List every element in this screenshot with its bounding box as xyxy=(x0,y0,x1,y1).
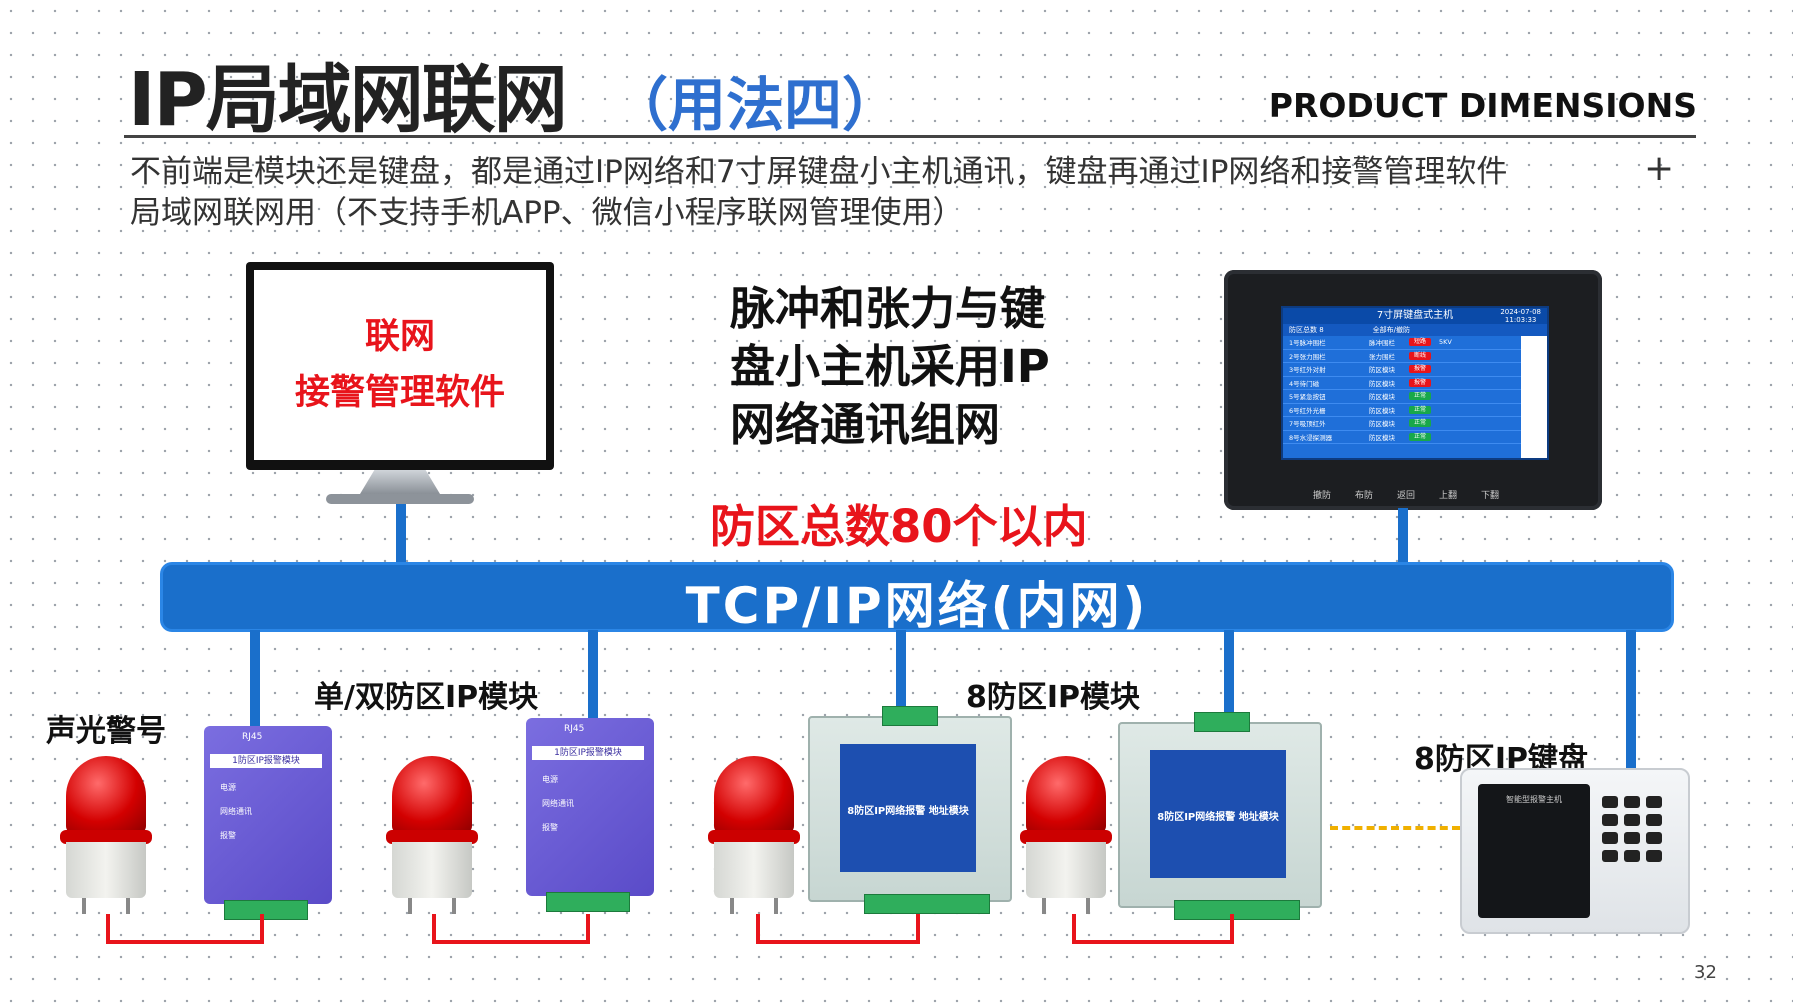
panel-zone-row: 8号水浸探测器防区模块正常 xyxy=(1283,431,1547,444)
page-subtitle: （用法四） xyxy=(610,71,901,139)
network-label: TCP/IP网络(内网) xyxy=(685,577,1149,635)
panel-title: 7寸屏键盘式主机 xyxy=(1376,310,1454,321)
monitor-stand xyxy=(360,470,440,494)
ip-keyboard: 智能型报警主机 xyxy=(1460,768,1690,934)
zone-count-note: 防区总数80个以内 xyxy=(710,500,1088,553)
siren-icon xyxy=(386,756,478,916)
monitor-text-2: 接警管理软件 xyxy=(294,373,505,413)
single-zone-module: RJ45 1防区IP报警模块 电源 网络通讯 报警 xyxy=(526,718,654,912)
siren-wire xyxy=(432,914,590,944)
network-bus xyxy=(160,562,1674,632)
plus-icon: + xyxy=(1644,148,1675,189)
page-number: 32 xyxy=(1694,962,1717,983)
label-siren: 声光警号 xyxy=(46,714,166,749)
keyboard-dashed-link xyxy=(1330,826,1460,830)
panel-button[interactable]: 上翻 xyxy=(1438,491,1457,501)
siren-icon xyxy=(1020,756,1112,916)
label-eight-module: 8防区IP模块 xyxy=(966,680,1141,715)
page-title: IP局域网联网 xyxy=(128,57,568,143)
monitor: 联网 接警管理软件 xyxy=(246,262,554,470)
siren-icon xyxy=(60,756,152,916)
panel-button[interactable]: 返回 xyxy=(1396,491,1415,501)
link-module-1 xyxy=(250,630,260,728)
header-divider xyxy=(124,135,1696,138)
panel-button[interactable]: 下翻 xyxy=(1480,491,1499,501)
description: 不前端是模块还是键盘，都是通过IP网络和7寸屏键盘小主机通讯，键盘再通过IP网络… xyxy=(130,152,1650,234)
label-single-module: 单/双防区IP模块 xyxy=(314,680,539,715)
description-line-1: 不前端是模块还是键盘，都是通过IP网络和7寸屏键盘小主机通讯，键盘再通过IP网络… xyxy=(130,154,1508,190)
panel-zone-row: 4号待门磁防区模块报警 xyxy=(1283,377,1547,390)
center-text-1: 脉冲和张力与键 xyxy=(730,282,1046,335)
center-text-2: 盘小主机采用IP xyxy=(730,340,1050,393)
center-text-3: 网络通讯组网 xyxy=(730,398,1001,451)
panel-zone-row: 7号吸顶红外防区模块正常 xyxy=(1283,417,1547,431)
panel-zone-row: 5号紧急按钮防区模块正常 xyxy=(1283,390,1547,404)
link-panel xyxy=(1398,508,1408,564)
panel-zone-row: 6号红外光栅防区模块正常 xyxy=(1283,404,1547,417)
siren-icon xyxy=(708,756,800,916)
monitor-screen: 联网 接警管理软件 xyxy=(254,270,546,460)
panel-subheader: 防区总数 8 全部布/撤防 xyxy=(1283,324,1547,336)
panel-button[interactable]: 撤防 xyxy=(1312,491,1331,501)
eight-zone-module: 8防区IP网络报警 地址模块 xyxy=(1118,712,1322,920)
panel-button[interactable]: 布防 xyxy=(1354,491,1373,501)
link-module-3 xyxy=(896,630,906,714)
panel-zone-row: 2号张力围栏张力围栏断线 xyxy=(1283,350,1547,363)
link-module-4 xyxy=(1224,630,1234,722)
siren-wire xyxy=(756,914,920,944)
panel-zone-row: 3号红外对射防区模块报警 xyxy=(1283,363,1547,377)
monitor-base xyxy=(326,494,474,504)
eight-zone-module: 8防区IP网络报警 地址模块 xyxy=(808,706,1012,914)
siren-wire xyxy=(106,914,264,944)
single-zone-module: RJ45 1防区IP报警模块 电源 网络通讯 报警 xyxy=(204,726,332,920)
section-label: PRODUCT DIMENSIONS xyxy=(1268,86,1697,125)
center-description: 脉冲和张力与键 盘小主机采用IP 网络通讯组网 xyxy=(730,280,1090,454)
monitor-text-1: 联网 xyxy=(364,317,435,357)
siren-wire xyxy=(1072,914,1234,944)
description-line-2: 局域网联网用（不支持手机APP、微信小程序联网管理使用） xyxy=(130,195,964,231)
link-monitor xyxy=(396,504,406,564)
panel-side-buttons xyxy=(1521,336,1547,458)
panel-button-row: 撤防 布防 返回 上翻 下翻 xyxy=(1308,488,1504,501)
link-module-2 xyxy=(588,630,598,722)
link-keyboard xyxy=(1626,630,1636,770)
